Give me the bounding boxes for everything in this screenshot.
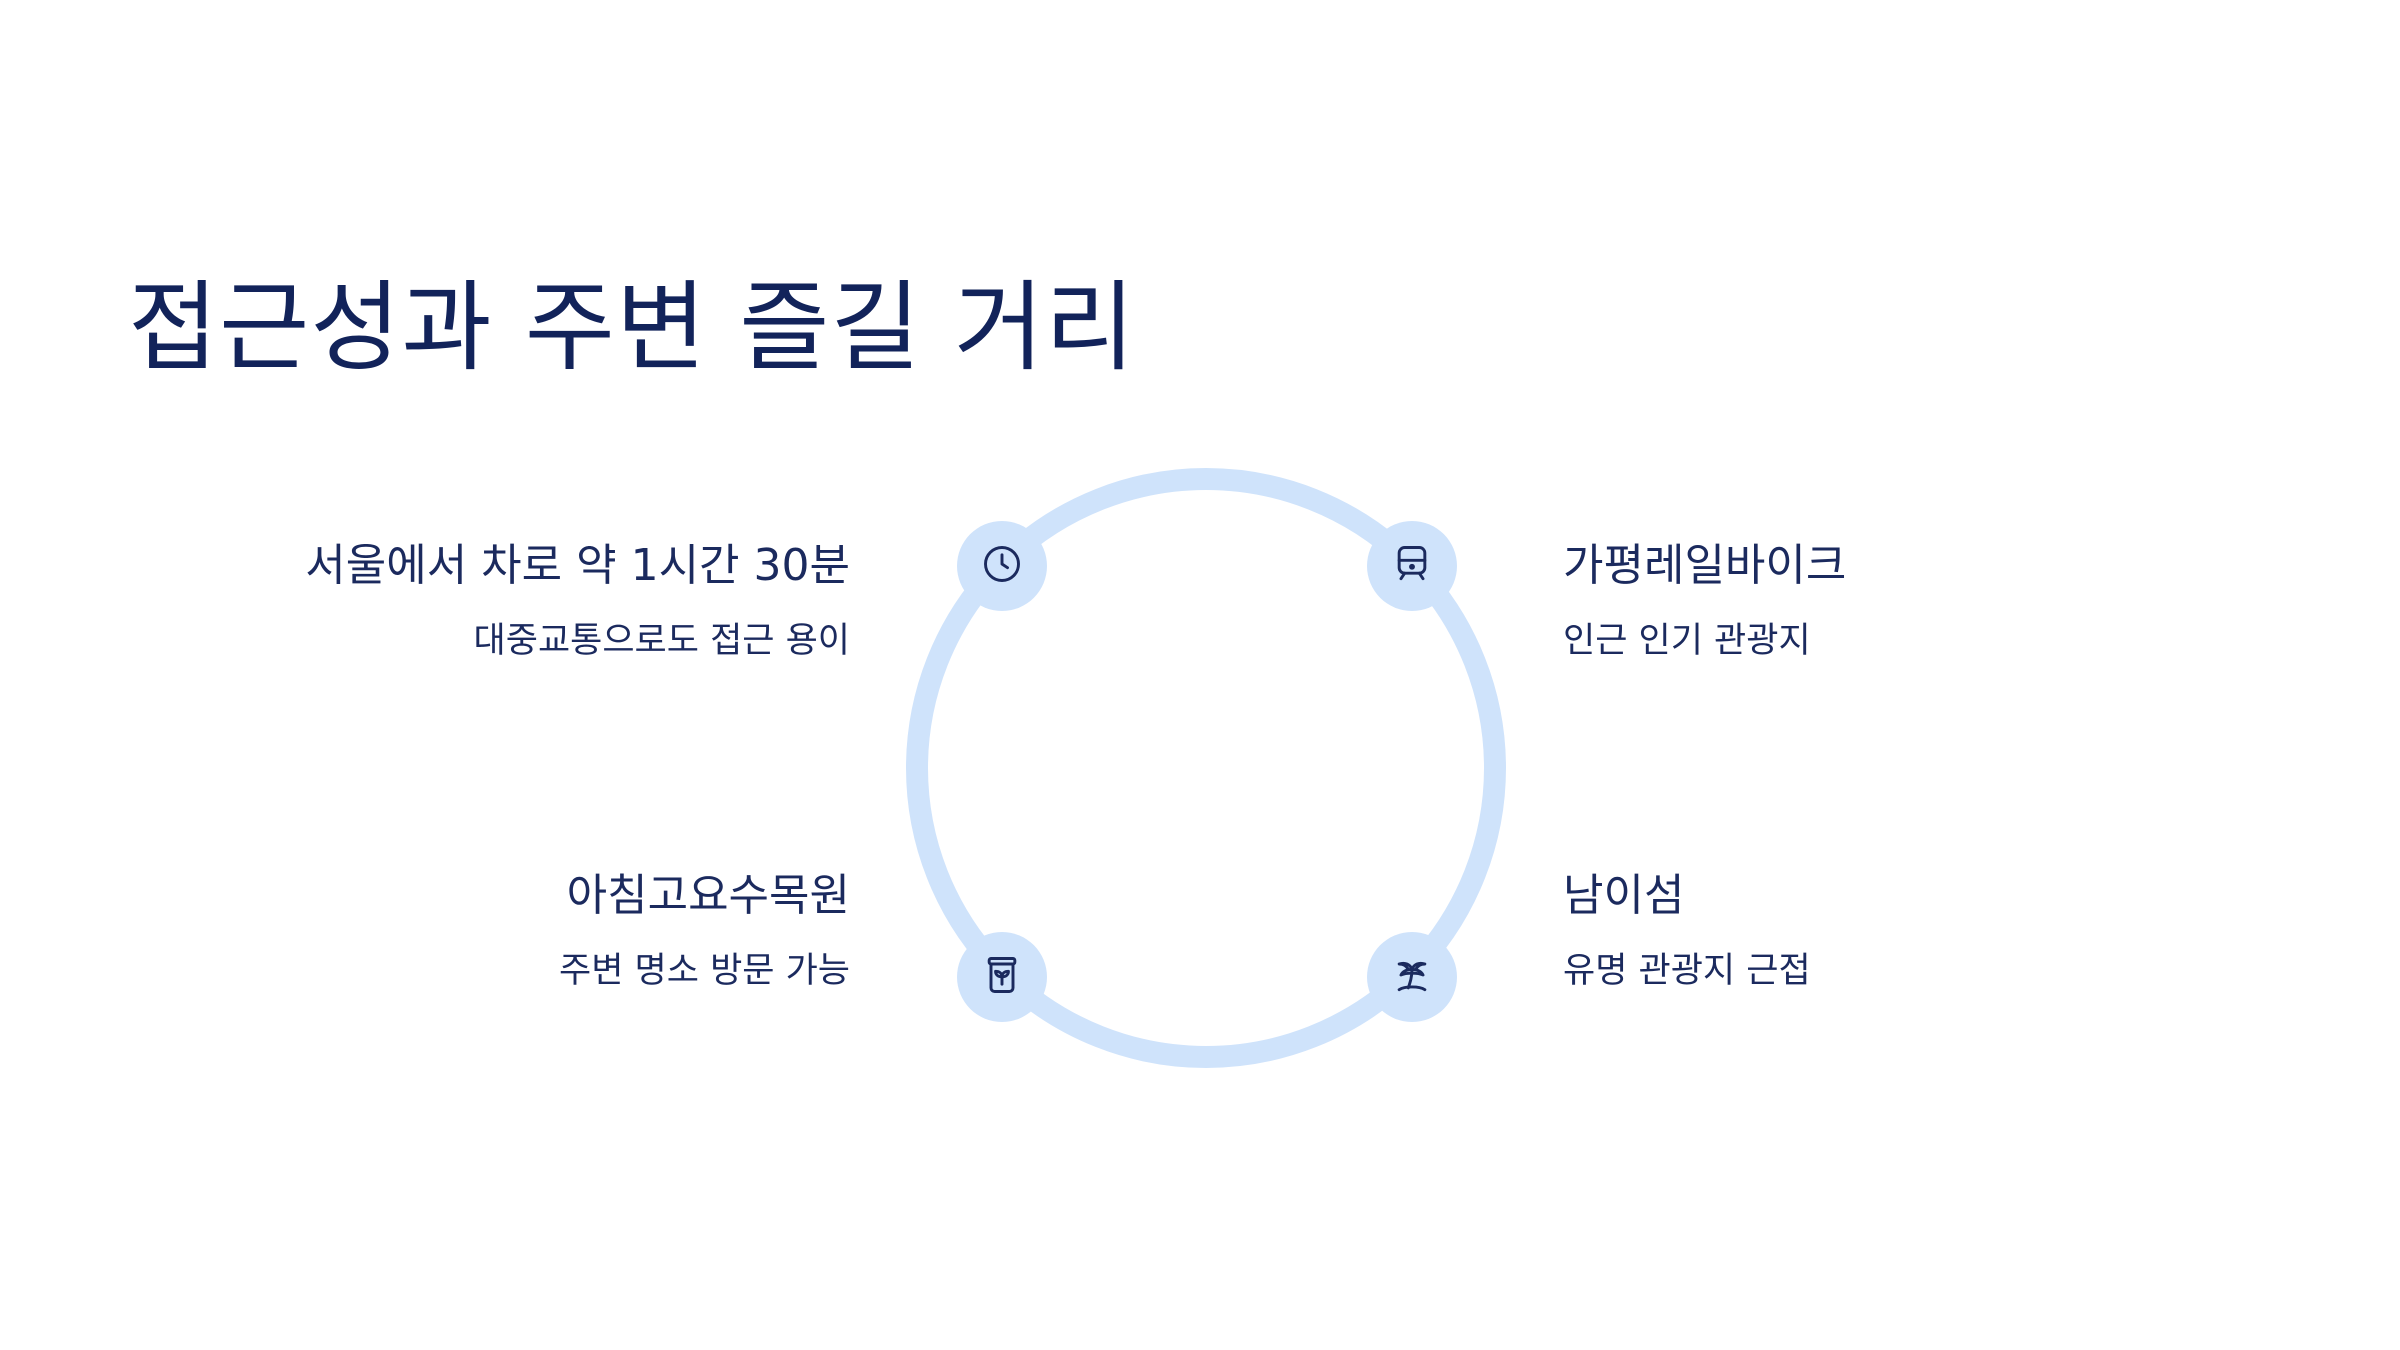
page-title: 접근성과 주변 즐길 거리	[128, 271, 1137, 385]
plant-pot-icon	[980, 953, 1024, 1001]
node-nami-island	[1367, 932, 1457, 1022]
feature-nami-island: 남이섬 유명 관광지 근접	[1563, 866, 2263, 996]
island-palm-icon	[1390, 953, 1434, 1001]
feature-heading: 가평레일바이크	[1563, 540, 1847, 591]
train-icon	[1390, 542, 1434, 590]
clock-icon	[980, 542, 1024, 590]
node-travel-time	[957, 521, 1047, 611]
feature-rail-bike: 가평레일바이크 인근 인기 관광지	[1563, 536, 2263, 666]
feature-description: 대중교통으로도 접근 용이	[473, 621, 850, 661]
feature-garden: 아침고요수목원 주변 명소 방문 가능	[150, 866, 850, 996]
node-rail-bike	[1367, 521, 1457, 611]
feature-description: 주변 명소 방문 가능	[559, 951, 850, 991]
feature-heading: 서울에서 차로 약 1시간 30분	[305, 540, 850, 591]
feature-travel-time: 서울에서 차로 약 1시간 30분 대중교통으로도 접근 용이	[150, 536, 850, 666]
feature-heading: 남이섬	[1563, 870, 1685, 921]
feature-heading: 아침고요수목원	[566, 870, 850, 921]
feature-description: 인근 인기 관광지	[1563, 621, 1811, 661]
node-garden	[957, 932, 1047, 1022]
feature-description: 유명 관광지 근접	[1563, 951, 1811, 991]
